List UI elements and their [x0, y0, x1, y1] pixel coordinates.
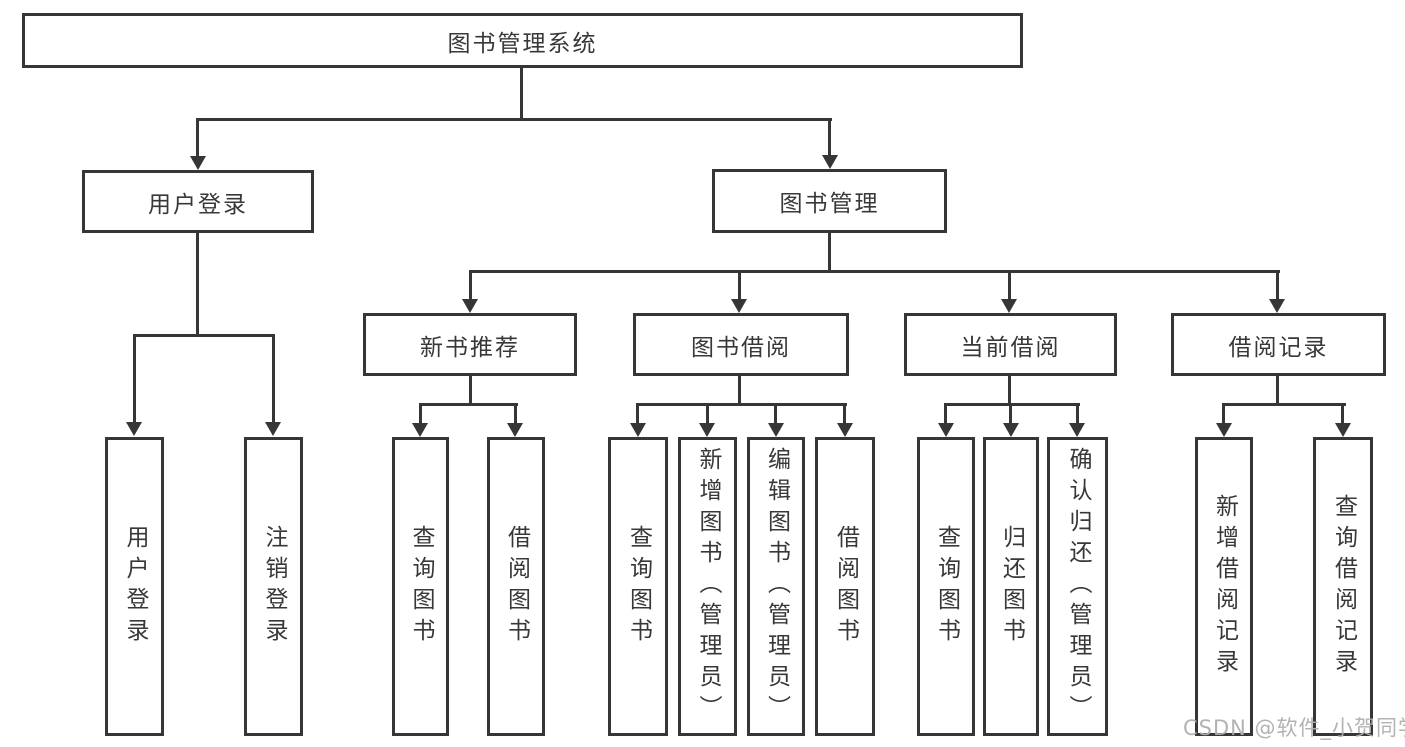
leaf-query-borrow-record: 查询借阅记录	[1313, 437, 1373, 736]
connector-line	[944, 403, 947, 424]
connector-line	[1008, 270, 1011, 300]
leaf-logout: 注销登录	[244, 437, 303, 736]
connector-line	[520, 68, 523, 120]
node-borrow-record-label: 借阅记录	[1228, 334, 1329, 361]
leaf-confirm-return-admin: 确认归还（管理员）	[1047, 437, 1108, 736]
node-user-login: 用户登录	[82, 170, 314, 233]
connector-line	[1222, 403, 1346, 406]
node-book-management-label: 图书管理	[779, 191, 880, 217]
connector-line	[774, 403, 777, 424]
connector-line	[843, 403, 846, 424]
connector-line	[1276, 270, 1279, 300]
arrow-down-icon	[731, 299, 747, 313]
node-current-borrow-label: 当前借阅	[960, 334, 1061, 361]
node-root-label: 图书管理系统	[447, 30, 598, 57]
connector-line	[706, 403, 709, 424]
leaf-query-borrow-record-label: 查询借阅记录	[1330, 493, 1357, 680]
arrow-down-icon	[822, 155, 838, 169]
leaf-query-book-2-label: 查询图书	[625, 524, 652, 649]
connector-line	[828, 118, 831, 156]
connector-line	[828, 233, 831, 272]
connector-line	[1341, 403, 1344, 424]
arrow-down-icon	[1269, 299, 1285, 313]
connector-line	[636, 403, 847, 406]
arrow-down-icon	[507, 423, 523, 437]
node-user-login-label: 用户登录	[148, 191, 248, 218]
connector-line	[133, 334, 275, 337]
connector-line	[196, 118, 199, 158]
leaf-add-book-admin: 新增图书（管理员）	[678, 437, 737, 736]
arrow-down-icon	[1216, 423, 1232, 437]
connector-line	[514, 403, 517, 424]
leaf-add-borrow-record: 新增借阅记录	[1195, 437, 1253, 736]
leaf-edit-book-admin-label: 编辑图书（管理员）	[763, 447, 790, 726]
node-current-borrow: 当前借阅	[904, 313, 1117, 376]
arrow-down-icon	[1001, 299, 1017, 313]
connector-line	[469, 376, 472, 406]
arrow-down-icon	[768, 423, 784, 437]
connector-line	[738, 376, 741, 406]
connector-line	[1276, 376, 1279, 406]
node-new-book-recommend-label: 新书推荐	[420, 334, 520, 361]
connector-line	[1076, 403, 1079, 424]
connector-line	[272, 334, 275, 423]
leaf-borrow-book-1-label: 借阅图书	[503, 524, 530, 649]
arrow-down-icon	[265, 422, 281, 436]
leaf-edit-book-admin: 编辑图书（管理员）	[747, 437, 805, 736]
connector-line	[738, 270, 741, 300]
leaf-query-book-3: 查询图书	[917, 437, 975, 736]
node-root: 图书管理系统	[22, 13, 1023, 68]
arrow-down-icon	[1069, 423, 1085, 437]
leaf-borrow-book-2-label: 借阅图书	[832, 524, 859, 649]
connector-line	[419, 403, 518, 406]
leaf-add-book-admin-label: 新增图书（管理员）	[695, 447, 721, 726]
leaf-borrow-book-1: 借阅图书	[487, 437, 545, 736]
arrow-down-icon	[938, 423, 954, 437]
connector-line	[419, 403, 422, 424]
leaf-return-book: 归还图书	[983, 437, 1039, 736]
leaf-user-login: 用户登录	[105, 437, 164, 736]
arrow-down-icon	[699, 423, 715, 437]
node-borrow-record: 借阅记录	[1171, 313, 1386, 376]
connector-line	[469, 270, 1280, 273]
node-new-book-recommend: 新书推荐	[363, 313, 577, 376]
connector-line	[1009, 403, 1012, 424]
connector-line	[636, 403, 639, 424]
leaf-return-book-label: 归还图书	[998, 524, 1025, 649]
leaf-query-book-1: 查询图书	[392, 437, 449, 736]
connector-line	[196, 118, 832, 121]
leaf-query-book-2: 查询图书	[608, 437, 668, 736]
node-book-borrow-label: 图书借阅	[691, 334, 791, 361]
node-book-borrow: 图书借阅	[633, 313, 849, 376]
arrow-down-icon	[1335, 423, 1351, 437]
connector-line	[133, 334, 136, 423]
arrow-down-icon	[837, 423, 853, 437]
leaf-logout-label: 注销登录	[261, 524, 287, 649]
arrow-down-icon	[190, 156, 206, 170]
node-book-management: 图书管理	[712, 169, 947, 233]
leaf-query-book-1-label: 查询图书	[408, 524, 434, 649]
connector-line	[469, 270, 472, 300]
arrow-down-icon	[412, 423, 428, 437]
leaf-user-login-label: 用户登录	[122, 524, 148, 649]
leaf-query-book-3-label: 查询图书	[933, 524, 960, 649]
arrow-down-icon	[1003, 423, 1019, 437]
csdn-watermark: CSDN @软件_小贺同学	[1183, 716, 1405, 740]
arrow-down-icon	[630, 423, 646, 437]
connector-line	[1222, 403, 1225, 424]
connector-line	[1008, 376, 1011, 406]
arrow-down-icon	[126, 422, 142, 436]
arrow-down-icon	[462, 299, 478, 313]
leaf-add-borrow-record-label: 新增借阅记录	[1211, 493, 1238, 680]
leaf-borrow-book-2: 借阅图书	[815, 437, 875, 736]
leaf-confirm-return-admin-label: 确认归还（管理员）	[1065, 447, 1091, 726]
connector-line	[196, 233, 199, 337]
connector-line	[944, 403, 1080, 406]
